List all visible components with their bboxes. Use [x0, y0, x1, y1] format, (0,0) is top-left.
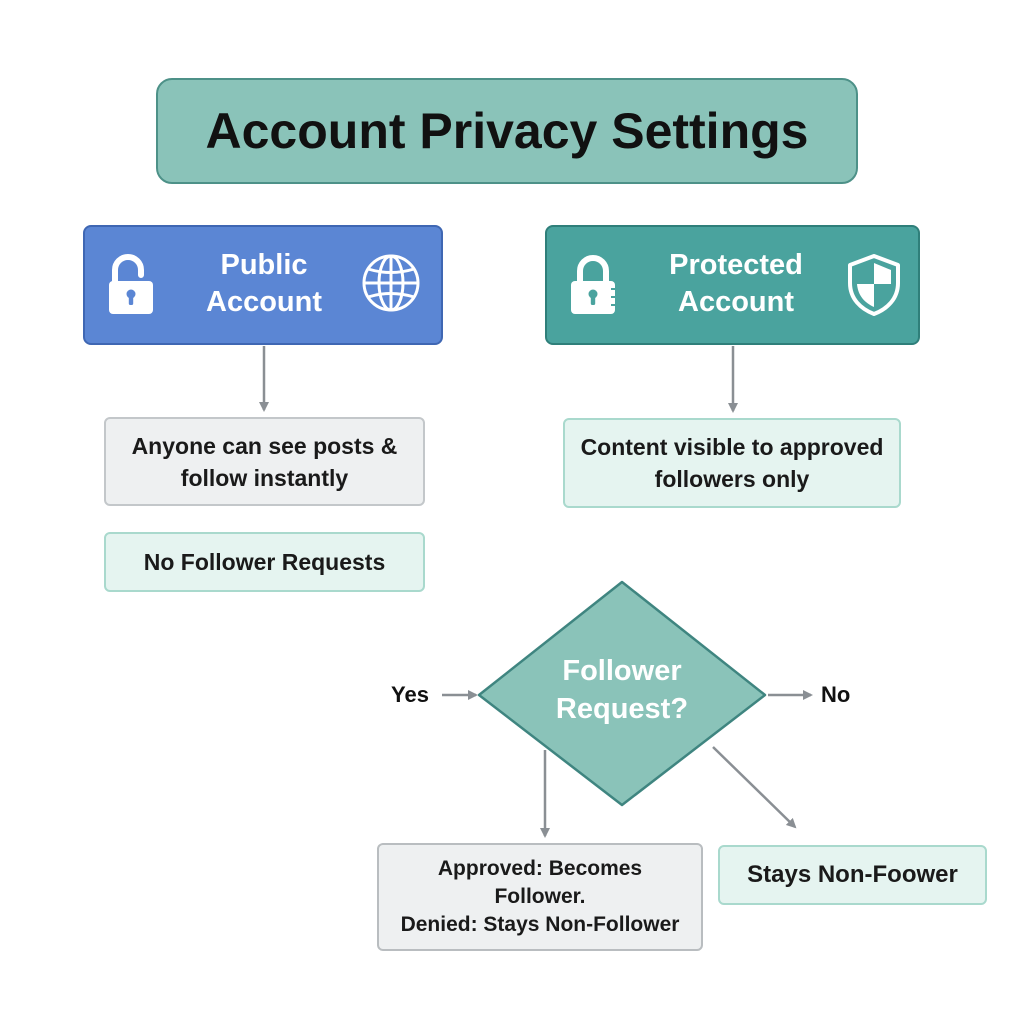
- no-follower-requests-box: No Follower Requests: [104, 532, 425, 592]
- no-follower-requests-text: No Follower Requests: [143, 549, 386, 575]
- public-account-label: Public Account: [206, 249, 322, 318]
- diagram-title: Account Privacy Settings: [156, 78, 858, 184]
- stays-non-follower-box: Stays Non-Foower: [718, 845, 987, 905]
- decision-diamond: [477, 580, 767, 807]
- public-detail-text: Anyone can see posts & follow instantly: [131, 432, 398, 491]
- no-label: No: [821, 682, 851, 707]
- public-account-node: Public Account: [83, 225, 443, 345]
- unlocked-padlock-icon: [109, 254, 153, 314]
- approved-denied-outcome-box: Approved: Becomes Follower. Denied: Stay…: [377, 843, 703, 951]
- public-detail-box: Anyone can see posts & follow instantly: [104, 417, 425, 506]
- decision-question: Follower Request?: [555, 655, 689, 725]
- shield-icon: [848, 254, 900, 316]
- title-text: Account Privacy Settings: [205, 103, 809, 159]
- down-to-stays-arrow: [712, 746, 797, 829]
- locked-padlock-icon: [571, 255, 617, 314]
- globe-icon: [362, 254, 420, 312]
- protected-detail-text: Content visible to approved followers on…: [580, 434, 884, 492]
- stays-non-follower-text: Stays Non-Foower: [747, 861, 958, 888]
- protected-account-label: Protected Account: [669, 249, 803, 318]
- approved-outcome-text: Approved: Becomes Follower.: [437, 857, 643, 908]
- protected-account-node: Protected Account: [545, 225, 920, 345]
- yes-label: Yes: [391, 682, 429, 707]
- denied-outcome-text: Denied: Stays Non-Follower: [400, 913, 680, 936]
- protected-detail-box: Content visible to approved followers on…: [563, 418, 901, 508]
